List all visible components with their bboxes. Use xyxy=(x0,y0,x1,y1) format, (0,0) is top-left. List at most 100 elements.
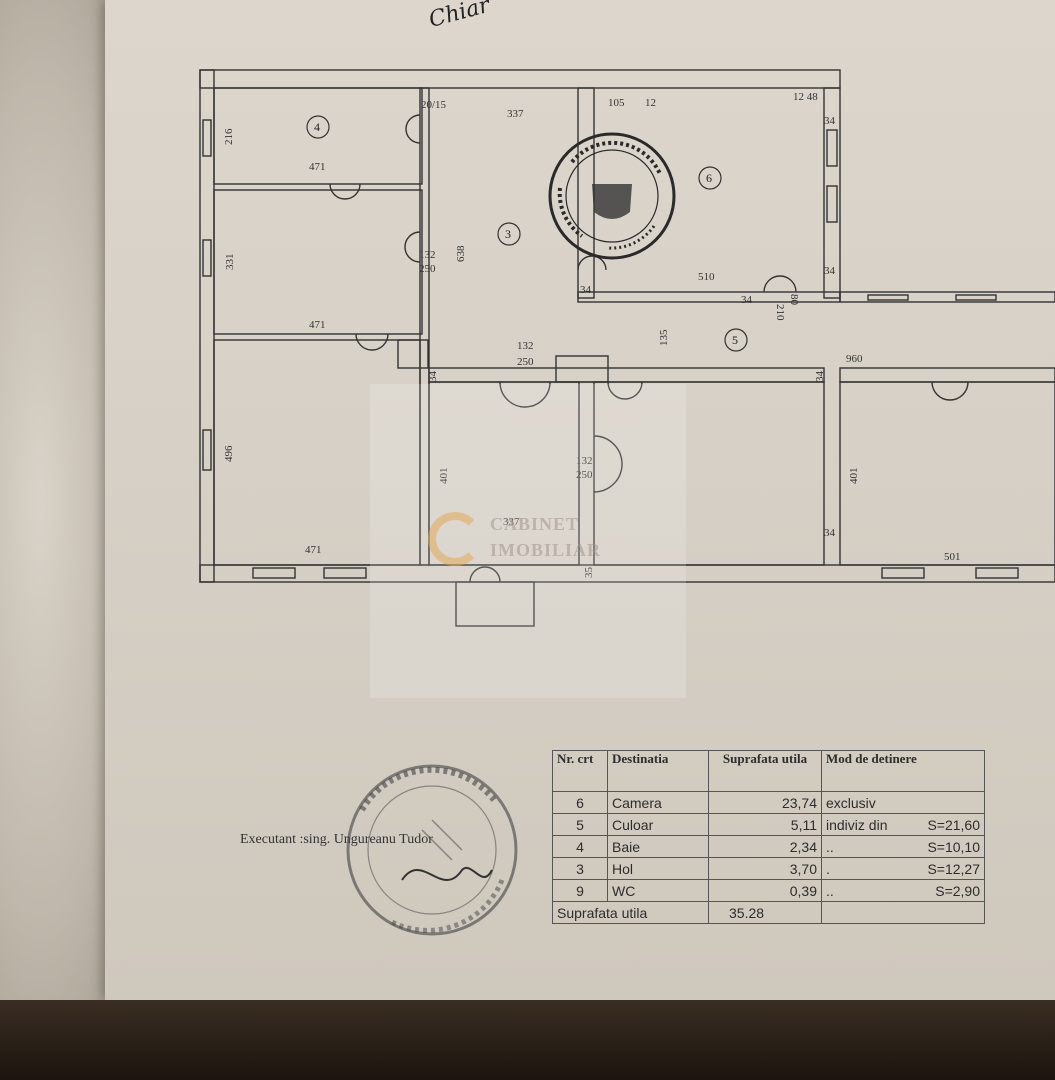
table-row: 6 Camera 23,74 exclusiv xyxy=(552,791,985,814)
dim-label: 34 xyxy=(824,265,836,277)
dim-label: 401 xyxy=(438,468,450,485)
mod-left: .. xyxy=(826,838,834,855)
wall-room6-right xyxy=(823,87,841,299)
cell-dest: Culoar xyxy=(607,813,709,836)
room-left-middle xyxy=(213,189,423,335)
dim-label: 132 xyxy=(419,249,436,261)
mod-left: . xyxy=(826,860,830,877)
handwriting-top: Chiar xyxy=(426,0,493,33)
door-arc xyxy=(499,381,551,408)
cell-nr: 3 xyxy=(552,857,608,880)
window xyxy=(975,567,1019,579)
dim-label: 337 xyxy=(503,516,520,528)
door-arc xyxy=(469,566,501,583)
dim-label: 638 xyxy=(455,245,467,262)
dim-label: 35 xyxy=(583,567,595,579)
door-arc xyxy=(593,435,623,493)
executant-label: Executant :sing. Ungureanu Tudor xyxy=(240,832,433,847)
door-arc xyxy=(931,381,969,401)
wall-corridor-bottom-right xyxy=(839,367,1055,383)
table-background xyxy=(0,1000,1055,1080)
table-row: 9 WC 0,39 ..S=2,90 xyxy=(552,879,985,902)
watermark-line1: CABINET xyxy=(490,514,580,534)
window xyxy=(323,567,367,579)
room-bottom-3 xyxy=(839,381,1055,566)
cell-mod: exclusiv xyxy=(821,791,985,814)
cell-sup: 2,34 xyxy=(708,835,822,858)
room-number-6: 6 xyxy=(706,171,712,185)
dim-label: 471 xyxy=(305,544,322,556)
ministry-stamp xyxy=(346,764,518,936)
wall-corridor-bottom xyxy=(428,367,825,383)
dim-label: 250 xyxy=(576,469,593,481)
table-header-row: Nr. crt Destinatia Suprafata utila Mod d… xyxy=(552,750,985,792)
wall-hall-left xyxy=(419,87,430,566)
dim-label: 34 xyxy=(741,294,753,306)
dim-label: 34 xyxy=(824,527,836,539)
cell-mod: . S=12,27 xyxy=(821,857,985,880)
room-number-5: 5 xyxy=(732,333,738,347)
cell-mod: ..S=2,90 xyxy=(821,879,985,902)
wall-top xyxy=(199,69,841,89)
door-arc xyxy=(763,275,797,293)
dim-label: 34 xyxy=(814,371,826,383)
cell-dest: WC xyxy=(607,879,709,902)
wall-room6-left xyxy=(577,87,595,299)
dim-label: 216 xyxy=(223,128,235,145)
dim-label: 132 xyxy=(576,455,593,467)
dim-label: 20/15 xyxy=(421,99,447,111)
window xyxy=(202,239,212,277)
table-row: 3 Hol 3,70 . S=12,27 xyxy=(552,857,985,880)
room-circle xyxy=(497,222,521,246)
header-mod: Mod de detinere xyxy=(821,750,985,792)
dim-label: 331 xyxy=(224,254,236,271)
cell-mod: ..S=10,10 xyxy=(821,835,985,858)
dim-label: 34 xyxy=(824,115,836,127)
dim-label: 250 xyxy=(517,356,534,368)
cadastre-stamp xyxy=(548,132,676,260)
dim-label: 250 xyxy=(419,263,436,275)
dim-label: 501 xyxy=(944,551,961,563)
cell-nr: 4 xyxy=(552,835,608,858)
dim-label: 80 xyxy=(788,294,800,306)
window xyxy=(202,429,212,471)
areas-table: Nr. crt Destinatia Suprafata utila Mod d… xyxy=(552,750,985,924)
room-number-4: 4 xyxy=(314,120,320,134)
room-circle xyxy=(698,166,722,190)
door-arc xyxy=(607,381,643,400)
mod-left: .. xyxy=(826,882,834,899)
wall-right-top xyxy=(839,291,1055,303)
cell-dest: Baie xyxy=(607,835,709,858)
room-4 xyxy=(213,87,423,185)
cell-sup: 23,74 xyxy=(708,791,822,814)
cell-nr: 9 xyxy=(552,879,608,902)
cell-dest: Hol xyxy=(607,857,709,880)
dim-label: 105 xyxy=(608,97,625,109)
room-bottom-1 xyxy=(428,381,580,566)
table-row: 4 Baie 2,34 ..S=10,10 xyxy=(552,835,985,858)
wall-left xyxy=(199,69,215,583)
cell-sup: 3,70 xyxy=(708,857,822,880)
dim-label: 34 xyxy=(427,371,439,383)
window xyxy=(252,567,296,579)
window xyxy=(867,294,909,301)
door-arc xyxy=(405,114,421,144)
dim-label: 34 xyxy=(580,284,592,296)
mod-left: indiviz din xyxy=(826,816,888,833)
room-circle xyxy=(724,328,748,352)
total-empty xyxy=(821,901,985,924)
mod-left: exclusiv xyxy=(826,794,876,811)
header-destinatia: Destinatia xyxy=(607,750,709,792)
dim-label: 132 xyxy=(517,340,534,352)
header-suprafata: Suprafata utila xyxy=(708,750,822,792)
cell-nr: 5 xyxy=(552,813,608,836)
door-arc xyxy=(404,231,421,263)
watermark-line2: IMOBILIAR xyxy=(490,540,602,560)
corridor-pillar xyxy=(555,355,609,383)
table-total-row: Suprafata utila 35.28 xyxy=(552,901,985,924)
mod-right: S=12,27 xyxy=(927,860,980,877)
dim-label: 510 xyxy=(698,271,715,283)
